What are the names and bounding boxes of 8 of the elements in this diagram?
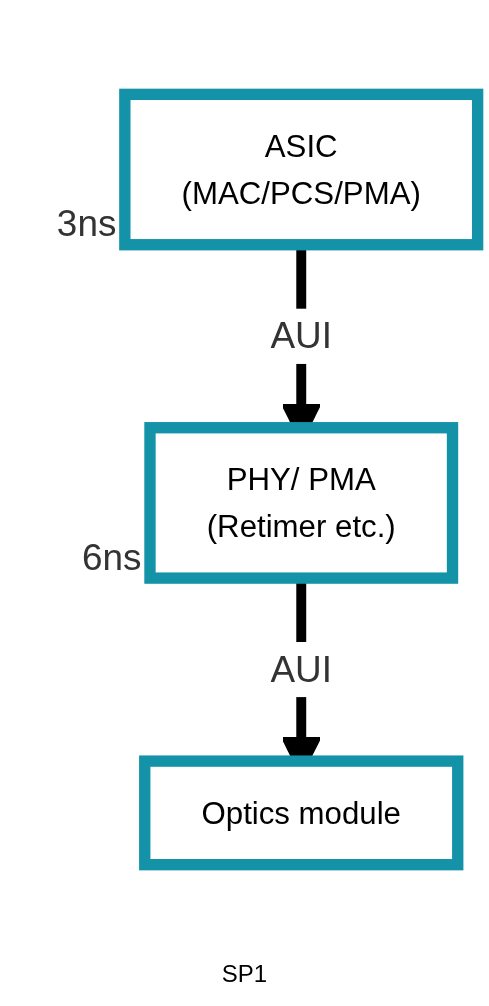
duration-label: 3ns [56,203,117,245]
duration-label: 6ns [82,537,142,579]
edge-label: AUI [270,648,332,691]
process-box: PHY/ PMA (Retimer etc.) [144,422,459,585]
process-box: Optics module [139,755,464,871]
note-label: SP1 [220,960,269,988]
edge-label: AUI [270,314,332,358]
process-box: ASIC (MAC/PCS/PMA) [119,89,484,251]
